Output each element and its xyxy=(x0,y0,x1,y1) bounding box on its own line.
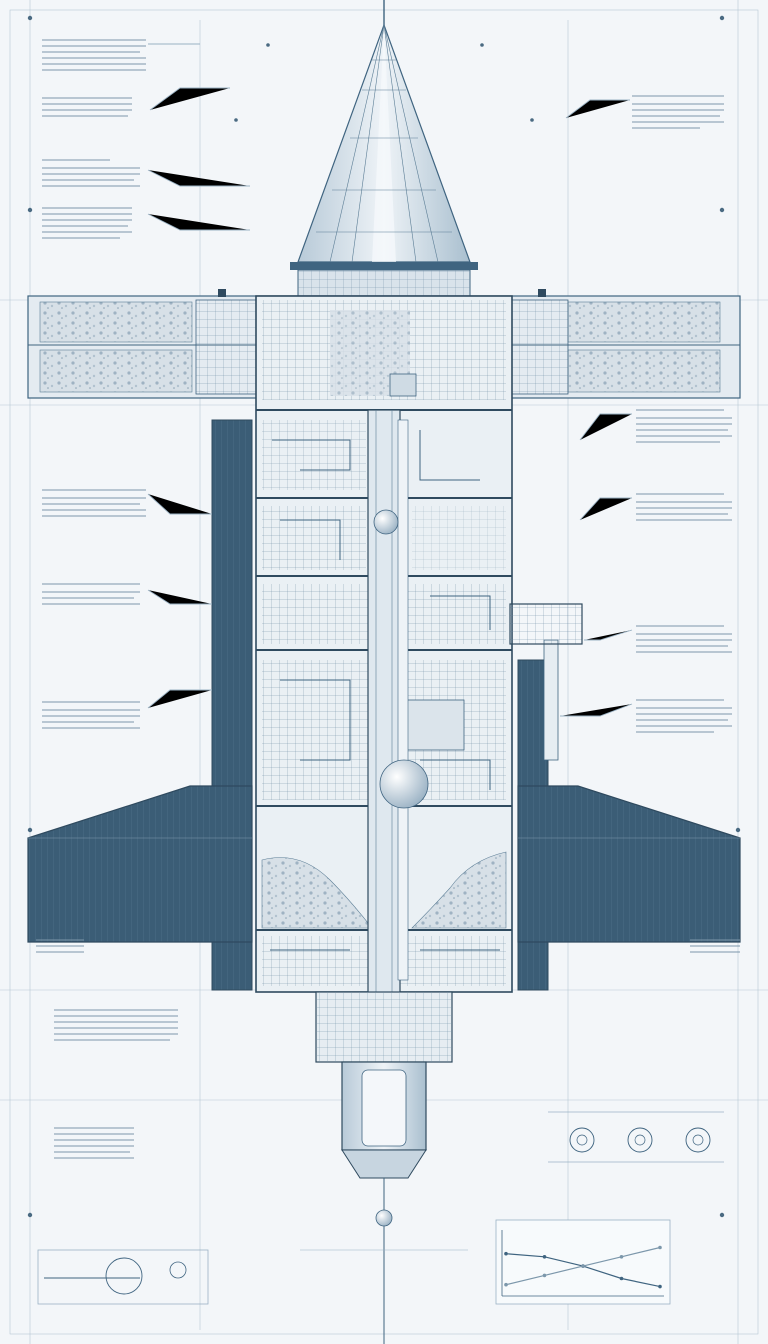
callout-block xyxy=(42,489,146,517)
lower-fins xyxy=(27,785,741,943)
callout-block xyxy=(690,939,740,953)
valve-detail-row xyxy=(548,1111,724,1163)
callout-block xyxy=(42,207,132,239)
callout-block xyxy=(42,701,140,729)
callout-block xyxy=(42,583,140,605)
callout-block xyxy=(42,159,140,187)
callout-block xyxy=(42,39,146,71)
callout-block xyxy=(632,95,724,129)
chart-point xyxy=(619,1255,624,1259)
chart-point xyxy=(658,1245,662,1250)
chart-point xyxy=(542,1255,547,1259)
right-callouts xyxy=(560,95,740,953)
chart-series-group xyxy=(504,1245,662,1289)
callout-block xyxy=(36,939,84,953)
callout-block xyxy=(636,493,732,521)
registration-marks xyxy=(27,15,741,1218)
left-callouts xyxy=(36,39,250,1159)
chart-point xyxy=(658,1284,662,1289)
callout-block xyxy=(54,1127,134,1159)
engine-section xyxy=(300,991,468,1344)
cross-section-schematic xyxy=(37,1249,209,1305)
callout-block xyxy=(54,1009,178,1041)
performance-chart xyxy=(495,1219,671,1305)
callout-block xyxy=(636,409,732,443)
chart-point xyxy=(504,1282,508,1287)
callout-block xyxy=(636,699,732,733)
chart-point xyxy=(504,1251,508,1256)
chart-point xyxy=(542,1273,547,1278)
callout-block xyxy=(636,625,732,653)
callout-block xyxy=(42,97,132,117)
chart-point xyxy=(619,1276,624,1281)
fuselage-interior xyxy=(255,295,583,995)
chart-point xyxy=(581,1264,585,1268)
nose-cone xyxy=(290,0,478,299)
